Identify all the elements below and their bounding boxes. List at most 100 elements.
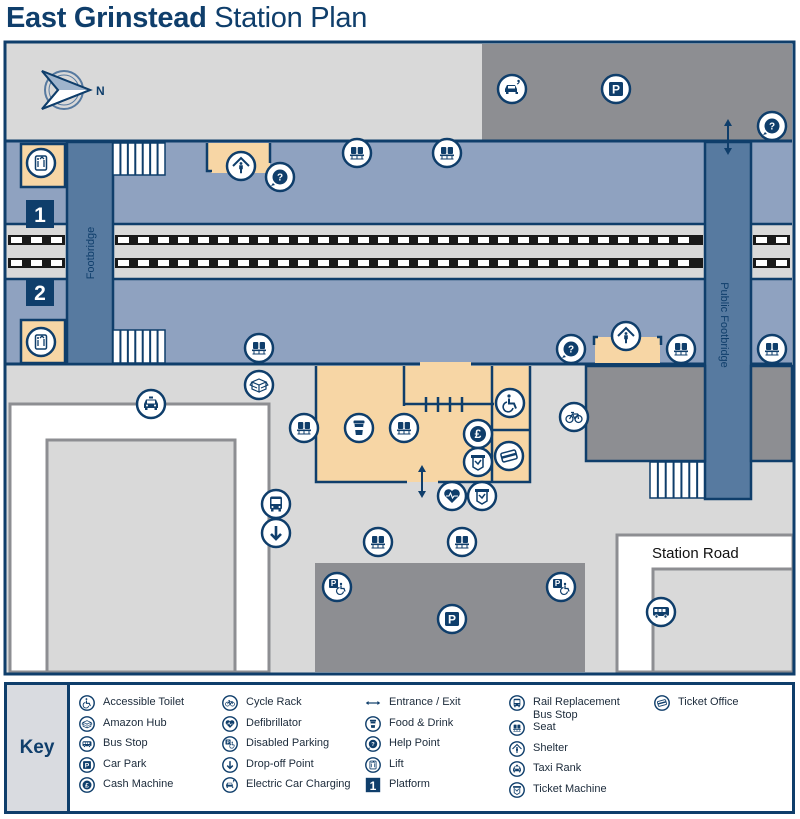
taxi-rank-icon — [135, 388, 167, 420]
drop-off-icon — [222, 756, 238, 773]
disabled-parking-icon — [545, 571, 577, 603]
help-point-icon — [365, 736, 381, 752]
stairs-north — [112, 142, 166, 176]
key-item: Drop-off Point — [222, 756, 351, 778]
platform-icon: 1 — [365, 777, 381, 793]
key-item: 1 Platform — [365, 777, 461, 798]
car-park-icon — [79, 756, 95, 773]
entrance-exit-icon — [365, 701, 381, 705]
key-item-label: Ticket Machine — [533, 782, 607, 795]
disabled-parking-icon — [321, 571, 353, 603]
amazon-hub-icon — [243, 369, 275, 401]
seat-icon — [388, 412, 420, 444]
title-suffix: Station Plan — [214, 2, 368, 34]
cash-machine-icon — [79, 777, 95, 793]
stairs-public — [649, 461, 706, 499]
key-item-label: Ticket Office — [678, 696, 739, 708]
shelter-icon — [610, 320, 642, 352]
key-item: Bus Stop — [79, 736, 184, 757]
ticket-machine-icon — [466, 480, 498, 512]
key-item: Ticket Machine — [509, 781, 620, 803]
stairs-south — [112, 329, 166, 364]
svg-text:1: 1 — [34, 204, 46, 227]
station-map: ? P — [3, 40, 796, 676]
defibrillator-icon — [222, 715, 238, 732]
svg-text:2: 2 — [34, 282, 46, 305]
key-item-label: Shelter — [533, 741, 568, 754]
cash-machine-icon — [462, 418, 494, 450]
accessible-toilet-icon — [79, 695, 95, 711]
seat-icon — [756, 333, 788, 365]
key-item-label: Platform — [389, 778, 430, 790]
key-item-label: Food & Drink — [389, 716, 454, 729]
food-drink-icon — [343, 412, 375, 444]
key-item-label: Defibrillator — [246, 716, 302, 729]
bus-stop-icon — [645, 596, 677, 628]
food-drink-icon — [365, 715, 381, 732]
cycle-rack-icon — [558, 401, 590, 433]
rail-replacement-bus-icon — [509, 695, 525, 711]
ticket-machine-icon — [462, 446, 494, 478]
key-item: Help Point — [365, 736, 461, 757]
help-point-icon — [756, 110, 788, 142]
accessible-toilet-icon — [494, 387, 526, 419]
ticket-office-icon — [493, 440, 525, 472]
seat-icon — [362, 526, 394, 558]
key-item: Taxi Rank — [509, 761, 620, 782]
disabled-parking-icon — [222, 736, 238, 752]
car-park-icon — [436, 603, 468, 635]
footbridge — [65, 140, 115, 366]
bus-stop-icon — [79, 736, 95, 752]
key-column: Ticket Office — [654, 695, 739, 716]
key-item-label: Disabled Parking — [246, 737, 330, 749]
electric-car-charging-icon — [222, 777, 238, 793]
key-item-label: Accessible Toilet — [103, 696, 185, 708]
shelter-icon — [225, 150, 257, 182]
key-item: Lift — [365, 756, 461, 778]
help-point-icon — [264, 161, 296, 193]
key-item: Defibrillator — [222, 715, 351, 737]
platform-1-sign: 1 — [26, 200, 54, 228]
seat-icon — [509, 720, 525, 736]
lift-icon — [25, 326, 57, 358]
amazon-hub-icon — [79, 715, 95, 732]
compass: N — [41, 70, 105, 110]
seat-icon — [243, 332, 275, 364]
key-item-label: Cash Machine — [103, 778, 174, 790]
key-item: Shelter — [509, 740, 620, 762]
station-road-label: Station Road — [652, 545, 739, 562]
seat-icon — [288, 412, 320, 444]
shelter-icon — [509, 740, 525, 757]
title-station-name: East Grinstead — [6, 2, 207, 34]
key-item-label: Rail Replacement — [533, 696, 620, 708]
key-item-label: Lift — [389, 757, 404, 770]
key-item: Food & Drink — [365, 715, 461, 737]
key-item: Entrance / Exit — [365, 695, 461, 716]
page-title: East Grinstead Station Plan — [6, 2, 367, 35]
taxi-rank-icon — [509, 761, 525, 777]
key-item-label: Bus Stop — [103, 737, 148, 749]
footbridge-label: Footbridge — [85, 227, 97, 280]
key-item: Car Park — [79, 756, 184, 778]
key-item: Accessible Toilet — [79, 695, 184, 716]
key-item-label: Drop-off Point — [246, 757, 314, 770]
platform-2-sign: 2 — [26, 278, 54, 306]
lift-icon — [25, 147, 57, 179]
key-item-label: Car Park — [103, 757, 147, 770]
public-footbridge-label: Public Footbridge — [718, 282, 730, 368]
key-item-label: Electric Car Charging — [246, 778, 351, 790]
key-item-label: Taxi Rank — [533, 762, 582, 774]
rail-replacement-bus-icon — [260, 488, 292, 520]
entrance-exit-main — [418, 465, 426, 498]
ev-charging-icon — [496, 73, 528, 105]
key-title: Key — [7, 685, 70, 811]
seat-icon — [431, 137, 463, 169]
car-park-icon — [600, 73, 632, 105]
public-footbridge — [703, 140, 753, 501]
key-item-label-line2: Bus Stop — [533, 709, 578, 721]
